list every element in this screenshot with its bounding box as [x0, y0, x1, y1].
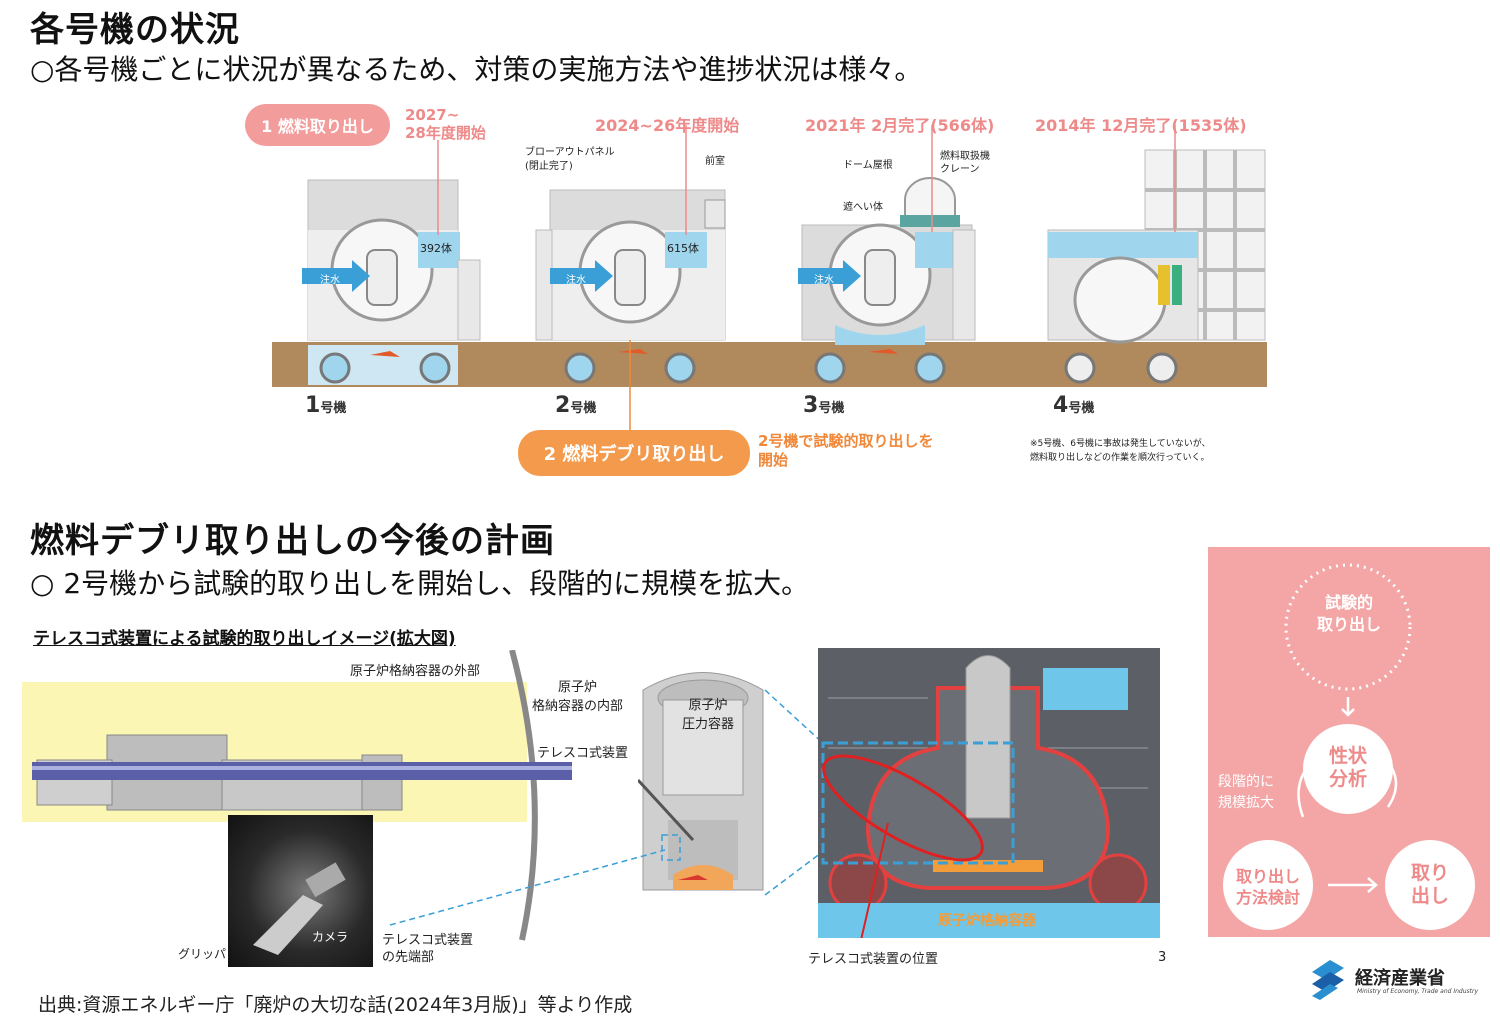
reactor-units-diagram: [272, 125, 1267, 435]
trial-dashed-circle: [1284, 563, 1412, 691]
camera-label: カメラ: [312, 930, 349, 944]
shield-label: 遮へい体: [843, 202, 883, 213]
page-number: 3: [1158, 950, 1167, 965]
section1-title: 各号機の状況: [30, 10, 240, 50]
rpv-label: 原子炉 圧力容器: [682, 698, 735, 732]
telescope-subtitle: テレスコ式装置による試験的取り出しイメージ(拡大図): [33, 629, 456, 649]
ministry-name: 経済産業省: [1355, 968, 1445, 989]
unit1-fuel-count: 392体: [420, 242, 452, 255]
removal-label: 取り 出し: [1410, 862, 1449, 907]
device-position-label: テレスコ式装置の位置: [808, 952, 939, 967]
device-tip-label: テレスコ式装置 の先端部: [382, 933, 474, 965]
unit4-building: [1047, 149, 1266, 384]
unit1-schedule: 2027~ 28年度開始: [405, 106, 486, 142]
unit2-water-label: 注水: [566, 275, 586, 286]
pcv-outer-label: 原子炉格納容器の外部: [350, 664, 481, 679]
gripper-label: グリッパ: [178, 947, 227, 961]
unit2-schedule: 2024~26年度開始: [595, 116, 740, 135]
section1-lead: ○各号機ごとに状況が異なるため、対策の実施方法や進捗状況は様々。: [30, 53, 923, 86]
unit4-schedule: 2014年 12月完了(1535体): [1035, 116, 1247, 135]
unit1-label: 1号機: [305, 393, 347, 418]
unit2-fuel-count: 615体: [667, 242, 699, 255]
fuel-removal-pill: 1 燃料取り出し: [245, 104, 390, 146]
leader-lines: [437, 125, 1176, 235]
ministry-logo-icon: [1312, 960, 1344, 1000]
dashed-connectors: [389, 689, 826, 926]
unit3-building: [801, 177, 976, 384]
section2-lead: ○ 2号機から試験的取り出しを開始し、段階的に規模を拡大。: [30, 567, 810, 600]
telescope-device-label: テレスコ式装置: [537, 746, 629, 761]
arrow-down: [1341, 697, 1355, 717]
footnote: ※5号機、6号機に事故は発生していないが、 燃料取り出しなどの作業を順次行ってい…: [1030, 439, 1211, 463]
ministry-name-en: Ministry of Economy, Trade and Industry: [1357, 988, 1479, 995]
debris-note: 2号機で試験的取り出しを 開始: [758, 432, 934, 469]
source-footer: 出典:資源エネルギー庁「廃炉の大切な話(2024年3月版)」等より作成: [38, 994, 633, 1016]
fuel-crane-label: 燃料取扱機 クレーン: [940, 151, 990, 175]
water-injection-arrows: [302, 260, 861, 292]
cycle-arrows: [1223, 563, 1475, 930]
front-room-label: 前室: [705, 156, 725, 167]
expand-label: 段階的に 規模拡大: [1218, 774, 1274, 811]
pcv-cross-section: [818, 648, 1160, 938]
analysis-circle: [1303, 724, 1393, 814]
debris-removal-pill: 2 燃料デブリ取り出し: [518, 430, 750, 476]
removal-circle: [1385, 840, 1475, 930]
unit2-label: 2号機: [555, 393, 597, 418]
unit2-building: [535, 189, 726, 384]
section2-title: 燃料デブリ取り出しの今後の計画: [30, 521, 555, 561]
gripper-arm: [253, 895, 323, 955]
unit3-water-label: 注水: [814, 275, 834, 286]
method-circle: [1223, 840, 1313, 930]
trial-label: 試験的 取り出し: [1316, 593, 1381, 634]
unit3-schedule: 2021年 2月完了(566体): [805, 116, 995, 135]
pcv-label: 原子炉格納容器: [938, 913, 1036, 929]
unit1-building: [307, 179, 481, 385]
pcv-inner-label: 原子炉 格納容器の内部: [532, 680, 624, 714]
unit1-water-label: 注水: [320, 275, 340, 286]
unit3-label: 3号機: [803, 393, 845, 418]
blowout-panel-label: ブローアウトパネル (閉止完了): [525, 147, 615, 172]
unit4-label: 4号機: [1053, 393, 1095, 418]
method-label: 取り出し 方法検討: [1235, 867, 1300, 907]
analysis-label: 性状 分析: [1328, 745, 1367, 790]
dome-roof-label: ドーム屋根: [843, 160, 893, 171]
telescope-device-illustration: [22, 650, 572, 941]
camera-photo: [228, 815, 373, 967]
